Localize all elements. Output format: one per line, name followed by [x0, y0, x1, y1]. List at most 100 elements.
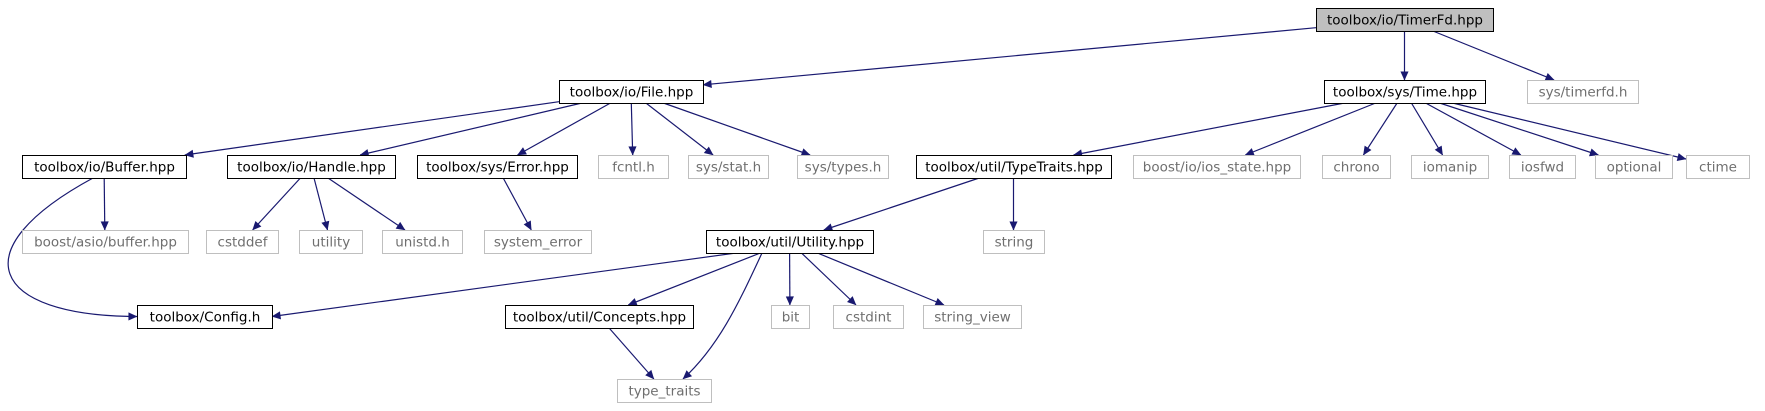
node-label: utility — [312, 235, 350, 251]
node-label: toolbox/io/TimerFd.hpp — [1327, 13, 1483, 29]
edge-handle_hpp-to-unistd_h — [327, 177, 406, 231]
node-ios_state_hpp: boost/io/ios_state.hpp — [1133, 155, 1301, 179]
node-label: optional — [1607, 160, 1662, 176]
node-label: toolbox/sys/Time.hpp — [1333, 85, 1477, 101]
edge-file_hpp-to-sys_stat_h — [645, 102, 714, 156]
node-label: boost/asio/buffer.hpp — [34, 235, 177, 251]
node-timerfd_hpp[interactable]: toolbox/io/TimerFd.hpp — [1316, 8, 1494, 32]
node-optional: optional — [1595, 155, 1673, 179]
node-box — [559, 80, 704, 104]
node-error_hpp[interactable]: toolbox/sys/Error.hpp — [417, 155, 578, 179]
node-asio_buffer_hpp: boost/asio/buffer.hpp — [22, 230, 189, 254]
node-box — [206, 230, 279, 254]
node-cstddef: cstddef — [206, 230, 279, 254]
node-chrono: chrono — [1322, 155, 1391, 179]
node-box — [1411, 155, 1489, 179]
edge-handle_hpp-to-cstddef — [252, 177, 301, 231]
node-label: cstddef — [218, 235, 269, 251]
edge-timerfd_hpp-to-file_hpp — [702, 27, 1317, 89]
edge-file_hpp-to-handle_hpp — [359, 102, 583, 157]
node-box — [617, 379, 712, 403]
node-label: toolbox/io/Buffer.hpp — [34, 160, 175, 176]
node-bit: bit — [771, 305, 810, 329]
node-box — [1316, 8, 1494, 32]
edge-time_hpp-to-ctime — [1452, 102, 1687, 161]
node-label: iosfwd — [1521, 160, 1564, 176]
node-label: system_error — [494, 235, 583, 251]
node-label: toolbox/Config.h — [150, 310, 261, 326]
node-label: string_view — [934, 310, 1011, 326]
node-box — [688, 155, 769, 179]
edge-file_hpp-to-fcntl_h — [628, 102, 637, 156]
node-label: type_traits — [628, 384, 700, 400]
node-box — [417, 155, 578, 179]
edge-time_hpp-to-iosfwd — [1425, 102, 1522, 156]
node-label: toolbox/util/Utility.hpp — [716, 235, 864, 251]
node-box — [484, 230, 592, 254]
node-box — [22, 155, 187, 179]
nodes-layer: toolbox/io/TimerFd.hpp toolbox/io/File.hp… — [22, 8, 1750, 403]
edge-handle_hpp-to-utility — [313, 177, 330, 231]
node-box — [797, 155, 889, 179]
node-fcntl_h: fcntl.h — [598, 155, 669, 179]
node-label: iomanip — [1423, 160, 1477, 176]
node-label: bit — [782, 310, 800, 326]
node-box — [22, 230, 189, 254]
edge-time_hpp-to-ios_state_hpp — [1244, 102, 1376, 156]
node-string: string — [983, 230, 1045, 254]
node-iomanip: iomanip — [1411, 155, 1489, 179]
node-sys_stat_h: sys/stat.h — [688, 155, 769, 179]
node-label: string — [995, 235, 1034, 251]
edge-utility_hpp-to-string_view — [817, 252, 945, 306]
node-box — [227, 155, 396, 179]
edge-time_hpp-to-chrono — [1362, 102, 1398, 156]
edge-time_hpp-to-iomanip — [1410, 102, 1444, 156]
node-label: sys/stat.h — [696, 160, 761, 176]
node-box — [923, 305, 1022, 329]
edge-concepts_hpp-to-type_traits — [608, 327, 655, 380]
node-box — [1527, 80, 1639, 104]
node-box — [1324, 80, 1486, 104]
node-label: sys/types.h — [805, 160, 882, 176]
node-type_traits: type_traits — [617, 379, 712, 403]
node-utility_hpp[interactable]: toolbox/util/Utility.hpp — [706, 230, 874, 254]
node-box — [1595, 155, 1673, 179]
node-box — [771, 305, 810, 329]
node-typetraits_hpp[interactable]: toolbox/util/TypeTraits.hpp — [916, 155, 1112, 179]
node-box — [1322, 155, 1391, 179]
edge-time_hpp-to-optional — [1439, 102, 1599, 157]
node-box — [1133, 155, 1301, 179]
edge-buffer_hpp-to-asio_buffer_hpp — [100, 177, 109, 231]
node-iosfwd: iosfwd — [1509, 155, 1576, 179]
node-label: fcntl.h — [612, 160, 655, 176]
node-handle_hpp[interactable]: toolbox/io/Handle.hpp — [227, 155, 396, 179]
edge-utility_hpp-to-type_traits — [682, 252, 763, 380]
node-concepts_hpp[interactable]: toolbox/util/Concepts.hpp — [505, 305, 694, 329]
edge-timerfd_hpp-to-sys_timerfd_h — [1432, 30, 1555, 81]
node-label: sys/timerfd.h — [1539, 85, 1628, 101]
node-box — [598, 155, 669, 179]
node-system_error: system_error — [484, 230, 592, 254]
node-ctime: ctime — [1686, 155, 1750, 179]
node-utility: utility — [299, 230, 363, 254]
node-sys_types_h: sys/types.h — [797, 155, 889, 179]
node-cstdint: cstdint — [833, 305, 904, 329]
node-label: toolbox/sys/Error.hpp — [426, 160, 569, 176]
node-buffer_hpp[interactable]: toolbox/io/Buffer.hpp — [22, 155, 187, 179]
node-box — [505, 305, 694, 329]
node-config_h[interactable]: toolbox/Config.h — [137, 305, 273, 329]
node-label: chrono — [1333, 160, 1379, 176]
node-unistd_h: unistd.h — [382, 230, 463, 254]
node-label: unistd.h — [395, 235, 450, 251]
node-box — [833, 305, 904, 329]
edge-time_hpp-to-typetraits_hpp — [1073, 102, 1345, 158]
edges-layer — [7, 27, 1687, 380]
node-box — [137, 305, 273, 329]
edge-buffer_hpp-to-config_h — [7, 177, 138, 321]
node-label: toolbox/util/TypeTraits.hpp — [925, 160, 1103, 176]
edge-typetraits_hpp-to-utility_hpp — [823, 177, 980, 232]
node-time_hpp[interactable]: toolbox/sys/Time.hpp — [1324, 80, 1486, 104]
node-file_hpp[interactable]: toolbox/io/File.hpp — [559, 80, 704, 104]
edge-error_hpp-to-system_error — [502, 177, 532, 231]
node-box — [299, 230, 363, 254]
